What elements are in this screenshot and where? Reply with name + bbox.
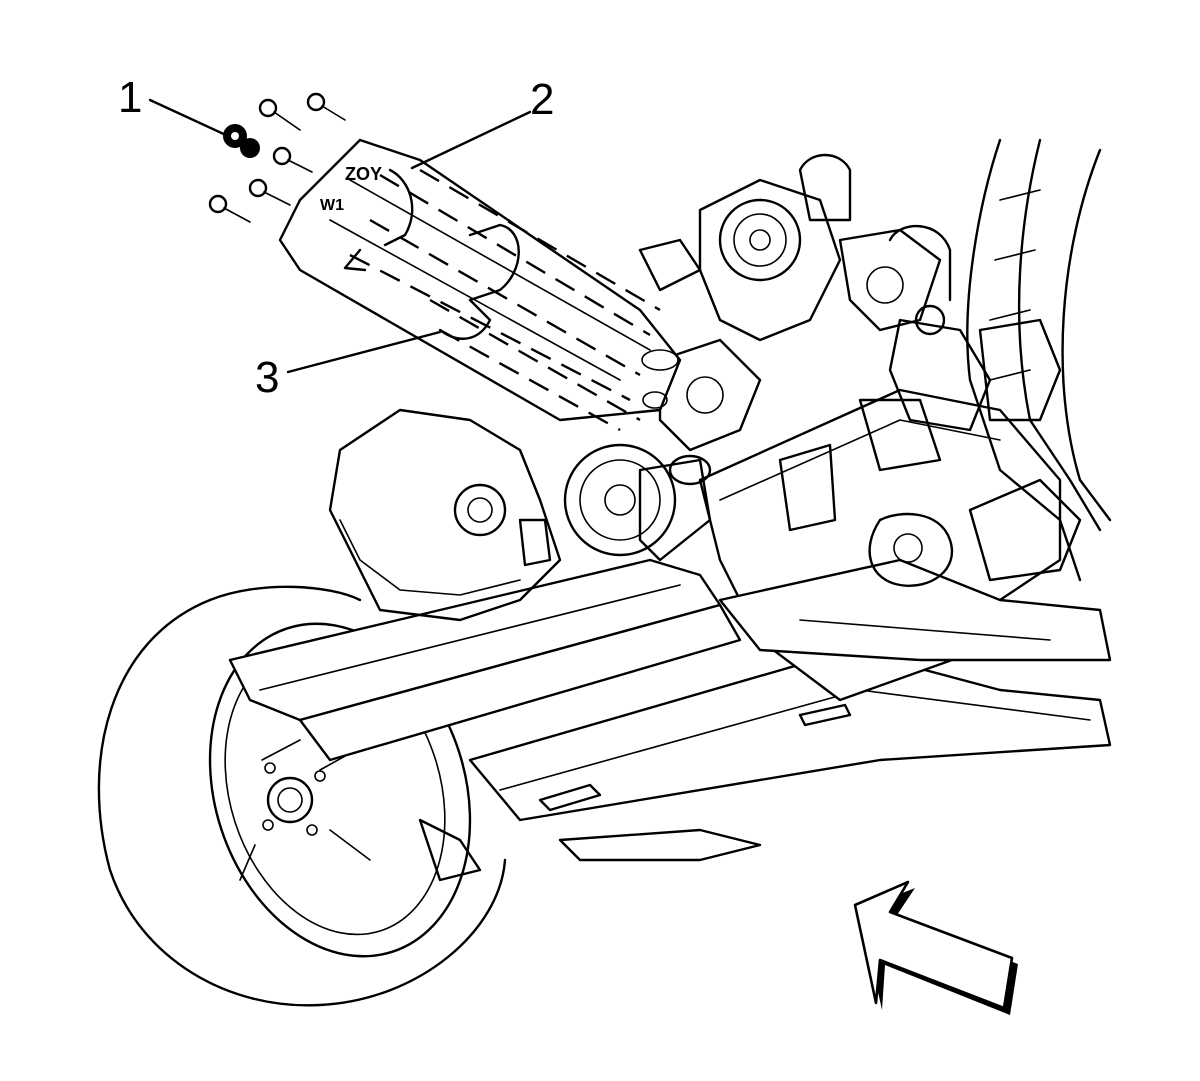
bolt bbox=[208, 194, 251, 223]
bolt bbox=[258, 98, 301, 131]
callout-label-1: 1 bbox=[118, 73, 143, 122]
callout-leaders bbox=[148, 98, 532, 374]
engine-accessories bbox=[638, 153, 1082, 587]
callout-label-2: 2 bbox=[530, 75, 555, 124]
frame-crossmember bbox=[228, 388, 1112, 882]
svg-text:ZOY: ZOY bbox=[345, 164, 382, 184]
shim-3 bbox=[343, 248, 492, 340]
bolts-group bbox=[208, 92, 661, 432]
wheel-assembly bbox=[97, 585, 507, 1007]
fender-splash-shield bbox=[966, 138, 1112, 582]
bolt bbox=[272, 146, 313, 173]
shim-2 bbox=[383, 168, 520, 302]
leader-1 bbox=[148, 98, 230, 138]
leader-2 bbox=[410, 110, 532, 170]
svg-text:W1: W1 bbox=[320, 197, 344, 214]
mount-bracket: ZOY W1 bbox=[278, 138, 682, 422]
view-direction-arrow-icon bbox=[853, 880, 1018, 1015]
engine-block bbox=[328, 338, 762, 622]
leader-3 bbox=[286, 330, 442, 374]
bolt bbox=[306, 92, 346, 121]
callout-label-3: 3 bbox=[255, 353, 280, 402]
nut-1 bbox=[223, 124, 260, 158]
bolt bbox=[248, 178, 291, 206]
